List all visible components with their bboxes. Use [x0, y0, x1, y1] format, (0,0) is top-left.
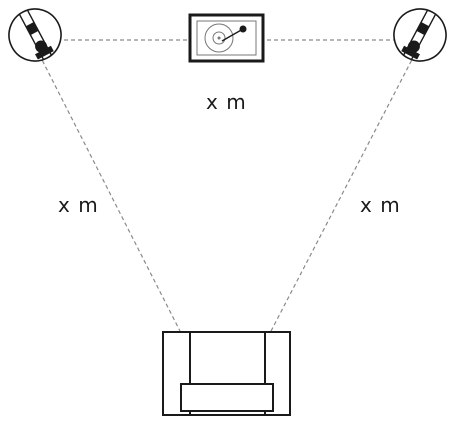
left-distance-label: x m — [58, 193, 99, 217]
speaker-distance-label: x m — [206, 90, 247, 114]
right-distance-label: x m — [360, 193, 401, 217]
right-speaker-icon — [393, 8, 447, 62]
armchair-seat — [180, 383, 274, 412]
distance-lines — [35, 39, 420, 334]
right-speaker-to-seat-line — [269, 47, 419, 334]
armchair-icon — [162, 331, 291, 416]
left-speaker-icon — [8, 8, 62, 62]
turntable-icon — [188, 13, 265, 63]
left-speaker-to-seat-line — [35, 47, 182, 334]
